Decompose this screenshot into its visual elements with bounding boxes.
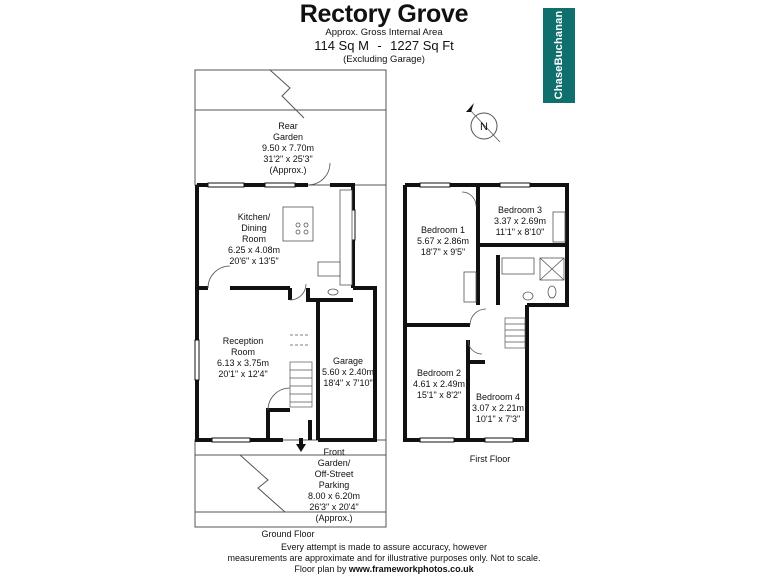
disclaimer: Every attempt is made to assure accuracy…	[0, 542, 768, 575]
room-label-reception: Reception Room 6.13 x 3.75m 20'1" x 12'4…	[216, 336, 270, 379]
wc-toilet	[327, 288, 339, 296]
basin	[522, 291, 534, 301]
hob-ring	[295, 229, 301, 235]
window	[484, 437, 514, 443]
ground-floor-stairs	[289, 361, 313, 408]
room-label-bedroom-2: Bedroom 2 4.61 x 2.49m 15'1" x 8'2"	[412, 368, 466, 400]
wardrobe	[463, 271, 477, 303]
ground-floor-outer-wall	[330, 183, 355, 288]
hob-ring	[303, 222, 309, 228]
area-sqm: 114 Sq M	[314, 38, 369, 53]
window	[419, 182, 451, 188]
credit-prefix: Floor plan by	[294, 564, 347, 574]
disclaimer-line-3: Floor plan by www.frameworkphotos.co.uk	[0, 564, 768, 575]
window	[211, 437, 251, 443]
brand-logo: ChaseBuchanan	[543, 8, 575, 103]
area-exclusion-note: (Excluding Garage)	[343, 54, 425, 65]
kitchen-counter	[339, 189, 353, 286]
area-caption: Approx. Gross Internal Area	[325, 27, 443, 38]
room-label-bedroom-1: Bedroom 1 5.67 x 2.86m 18'7" x 9'5"	[416, 225, 470, 257]
bathtub	[501, 257, 535, 275]
page-title: Rectory Grove	[299, 0, 469, 28]
area-separator: -	[377, 38, 382, 53]
garden-break-mark	[269, 69, 305, 119]
toilet	[547, 285, 557, 299]
area-values: 114 Sq M - 1227 Sq Ft	[0, 38, 768, 53]
door-swing	[461, 191, 477, 207]
room-label-bedroom-4: Bedroom 4 3.07 x 2.21m 10'1" x 7'3"	[471, 392, 525, 424]
wardrobe	[552, 211, 566, 243]
door-swing	[207, 265, 231, 289]
garage-wall	[318, 286, 377, 442]
room-label-bedroom-3: Bedroom 3 3.37 x 2.69m 11'1" x 8'10"	[493, 205, 547, 237]
room-label-rear-garden: Rear Garden 9.50 x 7.70m 31'2" x 25'3" (…	[261, 121, 315, 175]
door-swing	[267, 387, 291, 411]
area-sqft: 1227 Sq Ft	[390, 38, 454, 53]
ground-floor-outer-wall	[195, 185, 283, 442]
window	[499, 182, 531, 188]
disclaimer-line-1: Every attempt is made to assure accuracy…	[281, 542, 487, 552]
sink	[317, 261, 341, 277]
room-label-garage: Garage 5.60 x 2.40m 18'4" x 7'10"	[321, 356, 375, 388]
first-floor-stairs	[504, 317, 526, 349]
room-label-kitchen: Kitchen/ Dining Room 6.25 x 4.08m 20'6" …	[227, 212, 281, 266]
door-swing	[307, 162, 331, 186]
room-label-front-garden: Front Garden/ Off-Street Parking 8.00 x …	[307, 447, 361, 523]
first-floor-label: First Floor	[469, 454, 511, 464]
door-swing	[467, 339, 483, 355]
window	[419, 437, 455, 443]
door-swing	[469, 308, 487, 326]
door-swing	[289, 283, 307, 301]
compass-icon	[466, 103, 501, 143]
window	[264, 182, 296, 188]
window	[194, 339, 200, 381]
disclaimer-line-2: measurements are approximate and for ill…	[227, 553, 541, 563]
hob-ring	[295, 222, 301, 228]
garden-break-mark	[239, 454, 286, 513]
window	[207, 182, 245, 188]
ground-floor-label: Ground Floor	[261, 529, 315, 539]
entrance-arrow-icon	[296, 438, 306, 452]
hob-ring	[303, 229, 309, 235]
wc-wall	[306, 288, 318, 302]
front-garden-outline	[194, 439, 387, 528]
credit-website-link[interactable]: www.frameworkphotos.co.uk	[348, 564, 474, 574]
front-porch-wall	[266, 408, 290, 440]
compass-letter: N	[480, 121, 488, 133]
